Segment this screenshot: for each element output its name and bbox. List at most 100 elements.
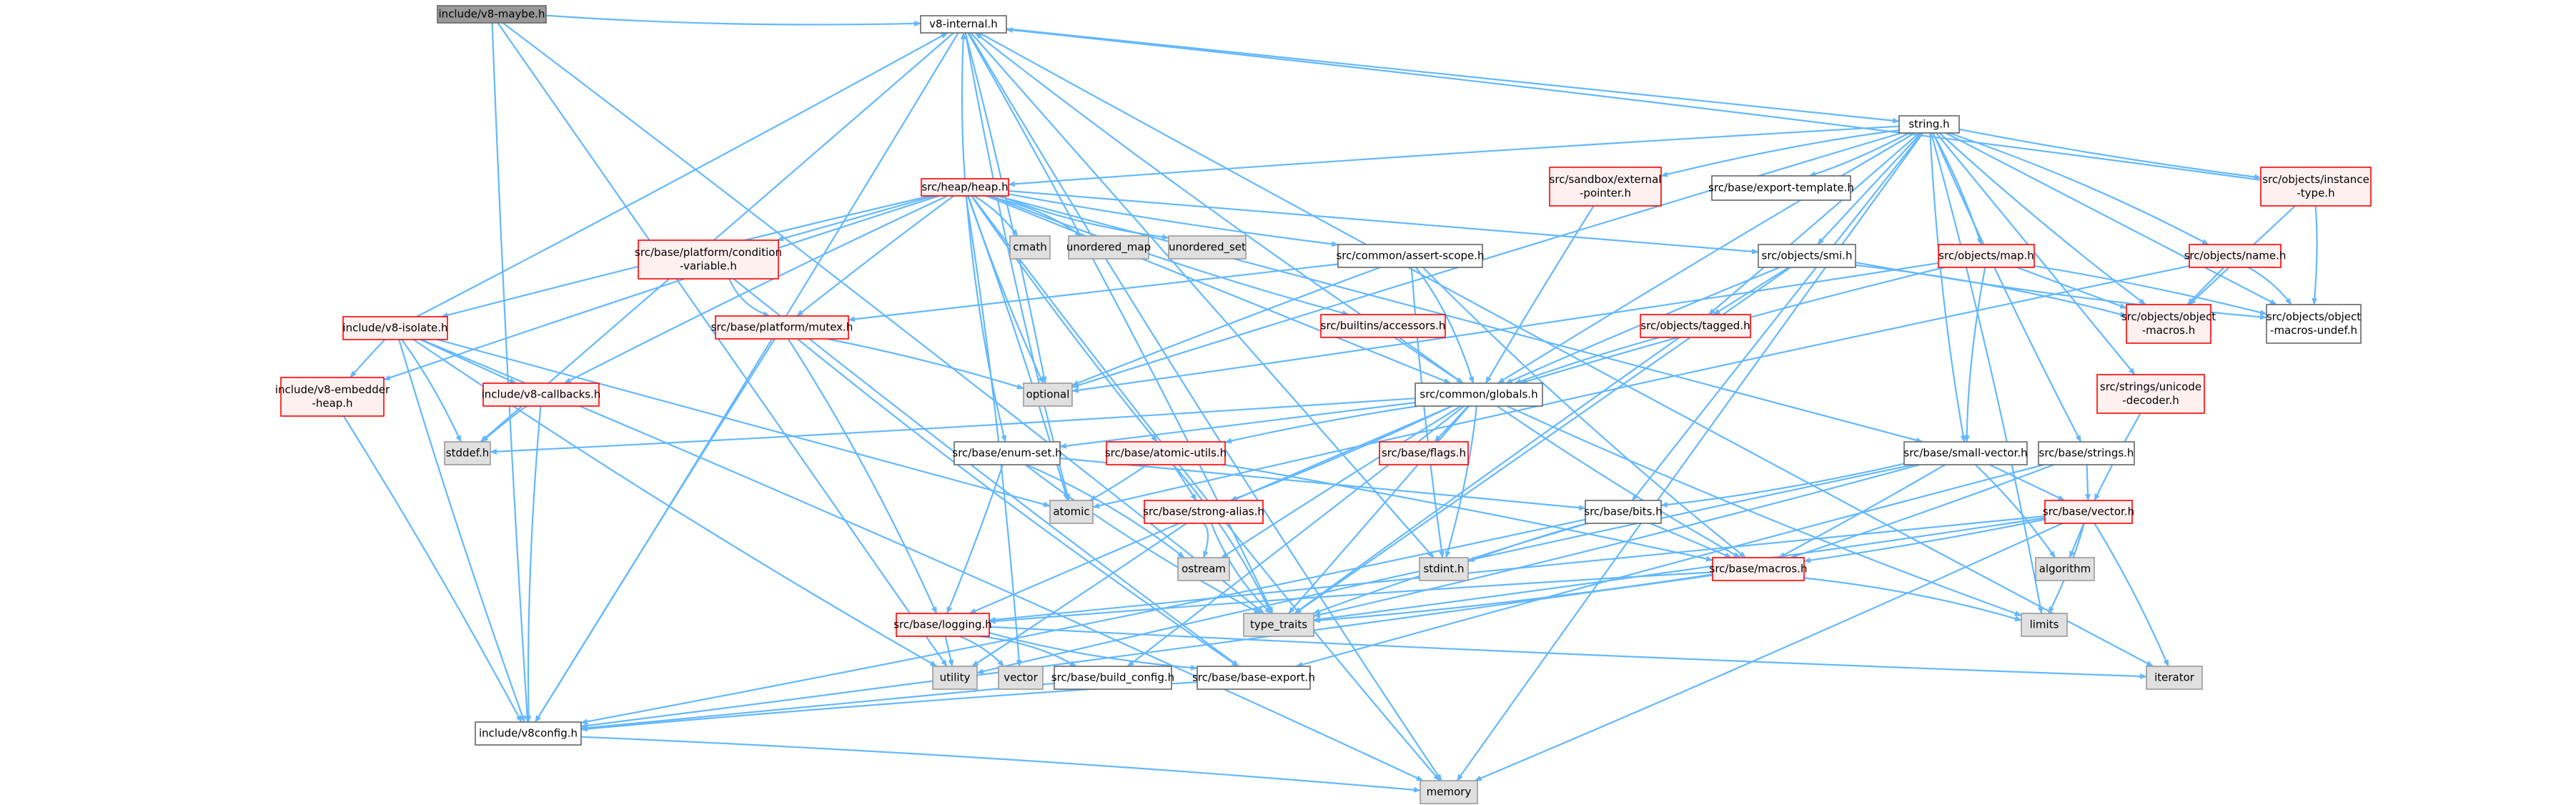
node-flags[interactable]: src/base/flags.h [1379, 441, 1469, 465]
node-objmap[interactable]: src/objects/map.h [1938, 244, 2035, 268]
node-v8maybe[interactable]: include/v8-maybe.h [437, 5, 547, 24]
edge-heap-to-smallvector [996, 194, 1923, 443]
node-smi[interactable]: src/objects/smi.h [1758, 244, 1856, 268]
node-optional[interactable]: optional [1023, 382, 1073, 407]
node-typetraits[interactable]: type_traits [1243, 613, 1314, 637]
node-label: src/strings/unicode [2100, 380, 2201, 393]
node-tagged[interactable]: src/objects/tagged.h [1640, 314, 1751, 338]
node-unicodedecoder[interactable]: src/strings/unicode-decoder.h [2096, 374, 2205, 414]
edge-heap-to-callbacks [563, 195, 948, 384]
node-embedderheap[interactable]: include/v8-embedder-heap.h [275, 377, 390, 417]
node-label: -heap.h [312, 397, 352, 410]
edge-sandboxptr-to-globals [1485, 205, 1595, 384]
node-string[interactable]: string.h [1898, 115, 1960, 134]
edge-strings-to-macros [1790, 463, 2055, 559]
node-label: vector [1004, 671, 1038, 684]
node-ostream[interactable]: ostream [1177, 557, 1230, 581]
node-bits[interactable]: src/base/bits.h [1584, 500, 1663, 524]
node-globals[interactable]: src/common/globals.h [1415, 382, 1543, 407]
node-v8config[interactable]: include/v8config.h [475, 721, 582, 746]
node-label: cmath [1013, 241, 1046, 254]
node-box [920, 15, 1007, 34]
node-vector[interactable]: vector [998, 666, 1044, 690]
node-unordered_set[interactable]: unordered_set [1168, 235, 1247, 260]
node-limits[interactable]: limits [2021, 613, 2068, 637]
edge-globals-to-macros [1496, 405, 1741, 558]
node-label: src/heap/heap.h [921, 181, 1008, 194]
edge-string-to-heap [1008, 125, 1900, 187]
node-box [2266, 304, 2362, 344]
edge-atomicutils-to-macros [1224, 463, 1713, 562]
node-stdint[interactable]: stdint.h [1419, 557, 1469, 581]
node-label: src/base/base-export.h [1192, 671, 1315, 684]
node-label: src/base/strings.h [2039, 447, 2134, 460]
edge-smallvector-to-vectorh [1989, 464, 2066, 501]
node-objname[interactable]: src/objects/name.h [2184, 244, 2287, 268]
node-mutex[interactable]: src/base/platform/mutex.h [711, 315, 853, 340]
edge-globals-to-typetraits [1288, 405, 1470, 614]
node-objmacrosundef[interactable]: src/objects/object-macros-undef.h [2266, 304, 2362, 344]
node-macros[interactable]: src/base/macros.h [1710, 557, 1808, 581]
edge-heap-to-enumset [965, 195, 1007, 443]
node-stddef[interactable]: stddef.h [444, 441, 491, 465]
edge-v8isolate-to-atomic [437, 338, 1051, 508]
node-callbacks[interactable]: include/v8-callbacks.h [482, 382, 601, 407]
node-objmacros[interactable]: src/objects/object-macros.h [2121, 304, 2216, 344]
node-algorithm[interactable]: algorithm [2035, 557, 2095, 581]
node-label: src/base/flags.h [1382, 447, 1466, 460]
edge-string-to-unicodedecoder [1936, 132, 2136, 375]
edge-strongalias-to-utility [971, 523, 1187, 667]
node-box [1197, 666, 1311, 690]
node-sandboxptr[interactable]: src/sandbox/external-pointer.h [1549, 167, 1662, 207]
node-atomicutils[interactable]: src/base/atomic-utils.h [1105, 441, 1227, 465]
node-box [1068, 235, 1149, 260]
edge-objname-to-objmacrosundef [2247, 267, 2292, 305]
edge-v8internal-to-typetraits [967, 32, 1274, 614]
node-label: src/sandbox/external [1550, 173, 1662, 186]
node-exporttpl[interactable]: src/base/export-template.h [1708, 175, 1854, 201]
node-box [932, 666, 978, 690]
node-memory[interactable]: memory [1420, 780, 1478, 804]
edge-assertscope-to-globals [1415, 267, 1475, 384]
node-cmath[interactable]: cmath [1009, 235, 1051, 260]
node-instancetype[interactable]: src/objects/instance-type.h [2260, 167, 2372, 207]
node-baseexport[interactable]: src/base/base-export.h [1192, 666, 1315, 690]
node-logging[interactable]: src/base/logging.h [893, 613, 992, 637]
node-accessors[interactable]: src/builtins/accessors.h [1320, 314, 1446, 338]
node-label: string.h [1908, 118, 1949, 131]
node-heap[interactable]: src/heap/heap.h [921, 178, 1009, 197]
node-box [475, 721, 582, 746]
node-label: src/common/assert-scope.h [1336, 250, 1484, 262]
node-enumset[interactable]: src/base/enum-set.h [952, 441, 1062, 465]
node-strongalias[interactable]: src/base/strong-alias.h [1143, 500, 1264, 524]
edge-vectorh-to-macros [1803, 518, 2046, 563]
node-v8isolate[interactable]: include/v8-isolate.h [342, 316, 448, 340]
node-vectorh[interactable]: src/base/vector.h [2043, 500, 2134, 524]
node-smallvector[interactable]: src/base/small-vector.h [1903, 441, 2028, 465]
node-buildconfig[interactable]: src/base/build_config.h [1051, 666, 1174, 690]
edge-string-to-strings [1932, 132, 2082, 443]
edge-vectorh-to-memory [1474, 522, 2063, 782]
node-assertscope[interactable]: src/common/assert-scope.h [1336, 244, 1485, 268]
edge-strings-to-baseexport [1295, 463, 2044, 668]
edge-condvar-to-mutex [728, 278, 771, 317]
node-label: iterator [2154, 671, 2195, 684]
edge-objmap-to-optional [1071, 262, 1939, 393]
node-utility[interactable]: utility [932, 666, 978, 690]
node-label: src/base/platform/condition [635, 246, 782, 259]
edge-vectorh-to-logging [989, 515, 2046, 623]
node-label: include/v8-maybe.h [439, 8, 545, 21]
node-label: src/base/enum-set.h [952, 447, 1061, 460]
node-box [1168, 235, 1247, 260]
node-v8internal[interactable]: v8-internal.h [920, 15, 1007, 34]
edge-macros-to-logging [989, 571, 1713, 624]
node-strings[interactable]: src/base/strings.h [2038, 441, 2135, 465]
node-atomic[interactable]: atomic [1049, 500, 1094, 524]
edge-string-to-optional [1071, 132, 1902, 388]
node-condvar[interactable]: src/base/platform/condition-variable.h [635, 239, 782, 280]
node-label: include/v8config.h [479, 727, 578, 740]
edge-v8isolate-to-v8internal [416, 32, 948, 317]
node-unordered_map[interactable]: unordered_map [1066, 235, 1151, 260]
edge-objname-to-objmacros [2186, 267, 2225, 305]
node-iterator[interactable]: iterator [2146, 666, 2203, 690]
